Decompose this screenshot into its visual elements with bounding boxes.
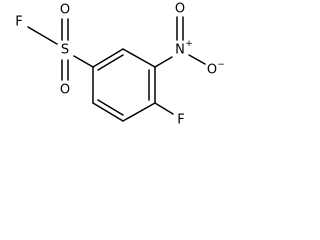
ring-bond-c4-c5 xyxy=(122,102,156,122)
ring-double-bond-inner-3 xyxy=(97,99,124,116)
ring-bond-c1-c2 xyxy=(92,48,124,68)
benzene-ring xyxy=(92,48,156,122)
bond-ring-nitrogen xyxy=(154,56,173,68)
atom-label-sulfur: S xyxy=(61,43,69,58)
atom-label-nitro-oxygen-right: O xyxy=(207,63,217,78)
bond-ring-fluorine xyxy=(154,102,174,115)
charge-label-nitro-nitrogen: + xyxy=(185,39,193,49)
atom-label-sulfonyl-oxygen-bottom: O xyxy=(60,83,70,98)
ring-bond-c5-c6 xyxy=(92,102,124,122)
atom-label-sulfonyl-oxygen-top: O xyxy=(60,3,70,18)
chemical-structure: F S O O N + O O − F xyxy=(15,2,225,128)
bond-sulfur-fluorine xyxy=(27,26,58,45)
bond-nitrogen-oxygen-right xyxy=(188,54,206,65)
sulfonyl-fluoride-group: F S O O xyxy=(15,3,94,98)
charge-label-nitro-oxygen-right: − xyxy=(217,60,225,70)
ring-double-bond-inner-1 xyxy=(97,54,124,71)
bond-ring-sulfur xyxy=(73,55,94,68)
ring-bond-c2-c3 xyxy=(122,48,156,68)
atom-label-nitro-nitrogen: N xyxy=(175,43,185,58)
ring-fluoro-substituent: F xyxy=(154,102,185,128)
atom-label-sulfonyl-fluorine: F xyxy=(15,15,22,30)
nitro-group: N + O O − xyxy=(154,2,225,78)
atom-label-ring-fluorine: F xyxy=(177,113,184,128)
atom-label-nitro-oxygen-top: O xyxy=(175,2,185,17)
